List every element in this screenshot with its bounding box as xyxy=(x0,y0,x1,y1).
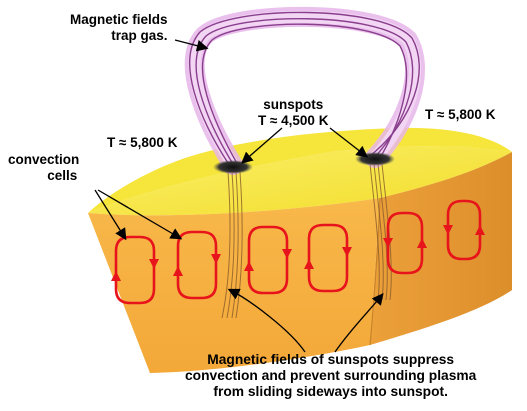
convection-arrow xyxy=(211,254,221,264)
pointer-lines xyxy=(94,39,384,353)
convection-cells-label: convection cells xyxy=(8,152,80,183)
convection-arrow xyxy=(282,249,292,259)
interior-side-face xyxy=(370,152,512,345)
convection-cell-loop xyxy=(176,230,218,300)
convection-arrow xyxy=(383,238,393,248)
convection-cell-loop xyxy=(446,199,482,261)
convection-arrow xyxy=(342,247,352,257)
interior-front-face xyxy=(88,198,380,373)
caption: Magnetic fields of sunspots suppress con… xyxy=(185,352,477,399)
convection-arrow xyxy=(304,259,314,269)
temp-right-label: T ≈ 5,800 K xyxy=(425,107,496,122)
convection-cell-loop xyxy=(386,211,424,275)
sunspot-right xyxy=(355,152,395,166)
convection-arrow xyxy=(149,259,159,269)
convection-arrow xyxy=(111,271,121,281)
sun-surface-curve xyxy=(88,127,512,213)
convection-cell-loop xyxy=(247,225,289,295)
convection-arrow xyxy=(173,266,183,276)
convection-arrow xyxy=(417,238,427,248)
field-lines-left xyxy=(221,171,243,319)
convection-arrow xyxy=(244,261,254,271)
convection-arrow xyxy=(443,225,453,235)
convection-arrow xyxy=(475,225,485,235)
temp-left-label: T ≈ 5,800 K xyxy=(107,135,178,150)
sunspots-label: sunspots T ≈ 4,500 K xyxy=(258,97,329,128)
sun-surface xyxy=(88,146,512,216)
convection-cells xyxy=(111,199,485,305)
magnetic-loop xyxy=(184,6,425,175)
sunspot-left xyxy=(213,160,253,174)
magnetic-fields-label: Magnetic fields trap gas. xyxy=(70,12,168,43)
convection-cell-loop xyxy=(307,223,349,293)
